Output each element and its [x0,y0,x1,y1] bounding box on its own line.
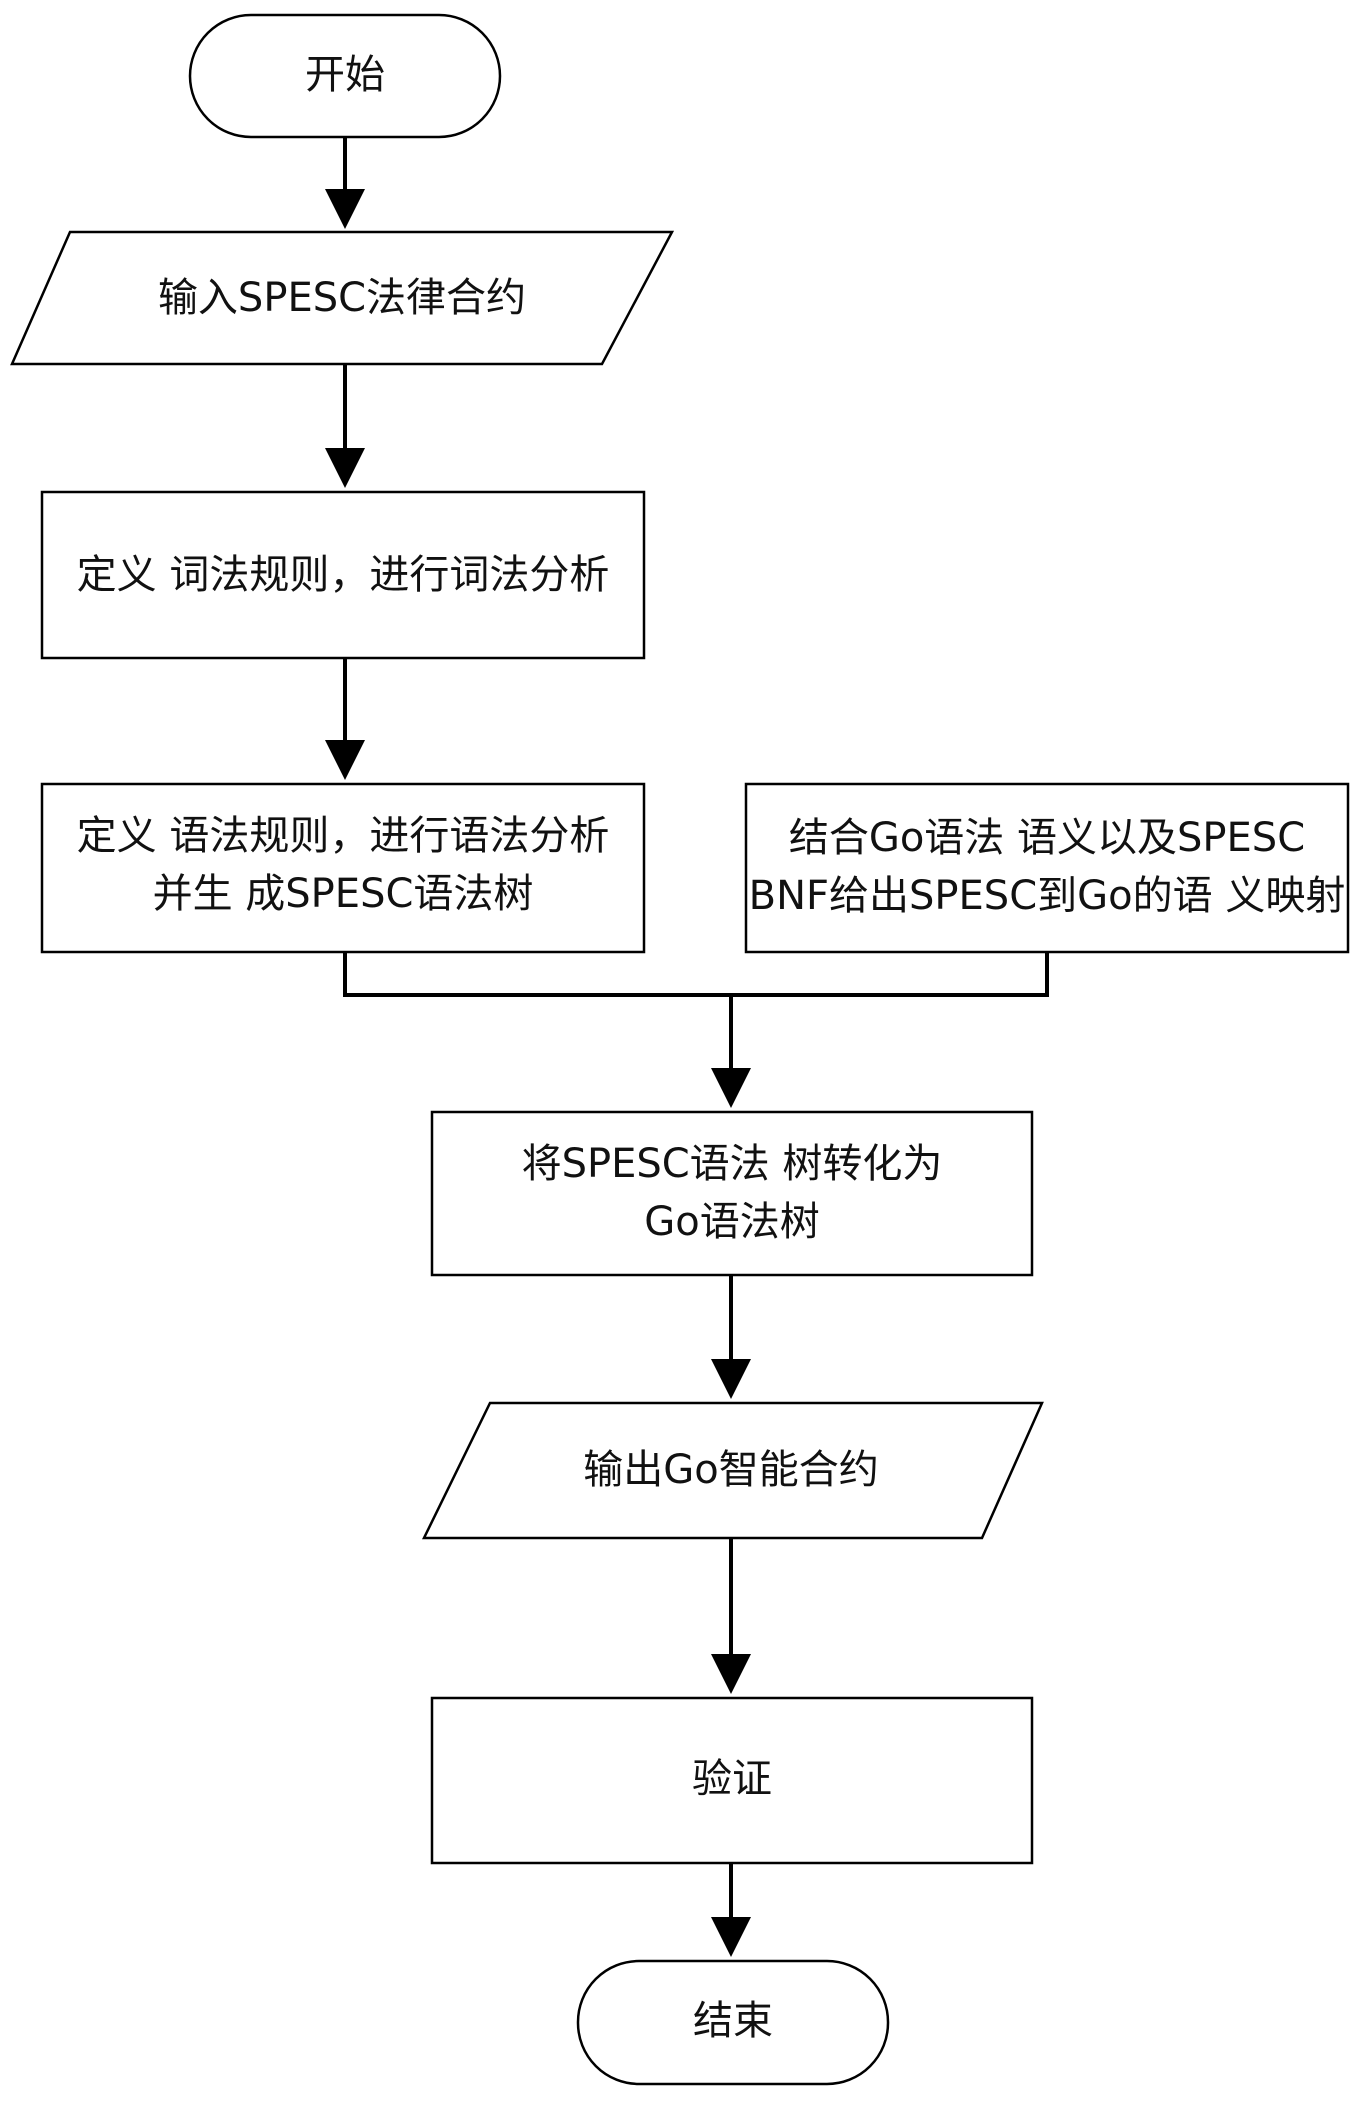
input-label: 输入SPESC法律合约 [158,275,526,321]
convert-tree-node: 将SPESC语法 树转化为 Go语法树 [430,1110,1034,1277]
end-label: 结束 [693,1998,773,2044]
end-node: 结束 [576,1959,890,2086]
lexical-analysis-node: 定义 词法规则，进行词法分析 [40,490,646,660]
lexical-label: 定义 词法规则，进行词法分析 [77,552,610,598]
input-node: 输入SPESC法律合约 [10,230,675,366]
semantic-label-line2: BNF给出SPESC到Go的语 义映射 [749,873,1346,919]
output-node: 输出Go智能合约 [421,1401,1044,1540]
convert-label-line1: 将SPESC语法 树转化为 [522,1141,943,1187]
verify-label: 验证 [692,1756,772,1802]
merge-connector [343,952,1049,997]
semantic-mapping-node: 结合Go语法 语义以及SPESC BNF给出SPESC到Go的语 义映射 [744,782,1350,954]
syntax-analysis-node: 定义 语法规则，进行语法分析 并生 成SPESC语法树 [40,782,646,954]
start-node: 开始 [188,13,502,139]
semantic-label-line1: 结合Go语法 语义以及SPESC [789,815,1305,861]
syntax-label-line1: 定义 语法规则，进行语法分析 [77,813,610,859]
output-label: 输出Go智能合约 [583,1447,878,1493]
convert-label-line2: Go语法树 [644,1199,819,1245]
start-label: 开始 [305,52,385,98]
syntax-label-line2: 并生 成SPESC语法树 [153,871,534,917]
verify-node: 验证 [430,1696,1034,1865]
